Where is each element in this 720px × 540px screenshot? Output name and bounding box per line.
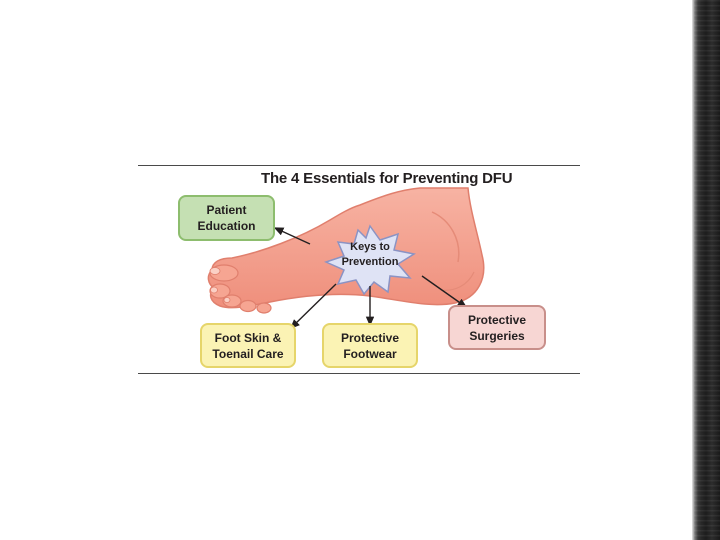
right-frame-edge [692,0,720,540]
toenail-3 [223,297,231,303]
footwear-line-2: Footwear [343,346,397,361]
footwear-line-1: Protective [340,330,400,345]
center-line-1: Keys to [350,241,390,253]
center-line-2: Prevention [341,256,399,268]
arrow-to-surgeries [421,275,468,308]
surgeries-line-2: Surgeries [469,328,525,343]
right-frame-texture [694,0,720,540]
toe-5 [256,302,272,314]
keys-to-prevention-label: Keys to Prevention [330,240,410,270]
patient-education-line-2: Education [197,219,256,233]
heel-shading [439,271,475,291]
arrow-to-foot-skin [289,283,337,329]
foot-skin-line-2: Toenail Care [212,346,284,361]
surgeries-line-1: Protective [467,312,527,327]
bottom-divider [138,373,580,374]
foot-skin-toenail-care-box: Foot Skin & Toenail Care [200,323,296,368]
toenail-2 [210,286,218,294]
protective-footwear-box: Protective Footwear [322,323,418,368]
patient-education-box: Patient Education [178,195,275,241]
arrow-to-patient-education [273,227,311,245]
ankle-shading [431,211,460,263]
patient-education-line-1: Patient [206,203,247,217]
figure-title: The 4 Essentials for Preventing DFU [261,170,513,187]
toenail-1 [209,267,221,275]
keys-burst [323,224,416,296]
top-divider [138,165,580,166]
foot-skin-line-1: Foot Skin & [214,330,282,345]
toe-4 [239,299,257,313]
protective-surgeries-box: Protective Surgeries [448,305,546,350]
